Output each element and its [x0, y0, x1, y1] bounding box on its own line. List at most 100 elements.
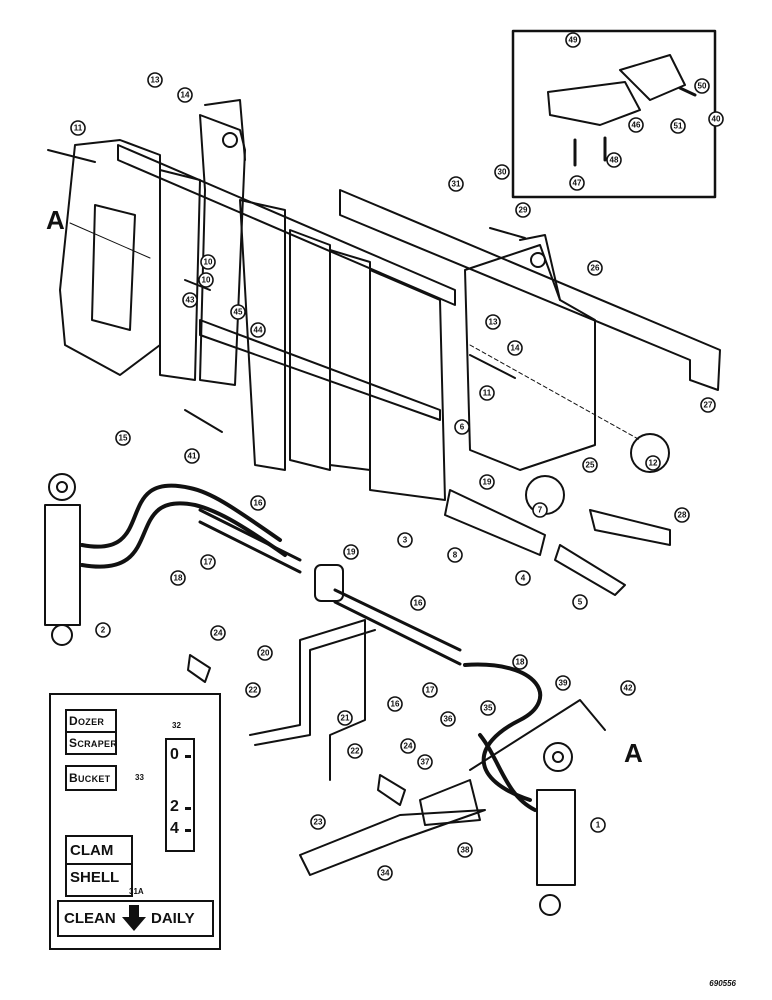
callout-24a: 24 — [210, 625, 226, 641]
left-frame-plate — [59, 139, 161, 376]
svg-text:34: 34 — [381, 869, 390, 878]
cylinder-2 — [44, 504, 81, 626]
callout-26: 26 — [587, 260, 603, 276]
cutting-edge-4 — [444, 489, 546, 556]
svg-text:23: 23 — [314, 818, 323, 827]
svg-text:36: 36 — [444, 715, 453, 724]
svg-text:14: 14 — [511, 344, 520, 353]
svg-text:39: 39 — [559, 679, 568, 688]
level-gauge-decal: 0 2 4 — [165, 738, 195, 852]
callout-40: 40 — [708, 111, 724, 127]
svg-text:7: 7 — [538, 506, 543, 515]
svg-text:19: 19 — [483, 478, 492, 487]
svg-text:41: 41 — [188, 452, 197, 461]
callout-28: 28 — [674, 507, 690, 523]
callout-38: 38 — [457, 842, 473, 858]
reference-marker-a-left: A — [46, 205, 65, 235]
svg-text:10: 10 — [204, 258, 213, 267]
callout-14b: 14 — [507, 340, 523, 356]
callout-10b: 10 — [198, 272, 214, 288]
callout-2: 2 — [95, 622, 111, 638]
gauge-mark-0: 0 — [170, 746, 191, 763]
svg-text:26: 26 — [591, 264, 600, 273]
svg-text:30: 30 — [498, 168, 507, 177]
svg-text:8: 8 — [453, 551, 458, 560]
callout-34: 34 — [377, 865, 393, 881]
callout-8: 8 — [447, 547, 463, 563]
callout-46: 46 — [628, 117, 644, 133]
svg-text:51: 51 — [674, 122, 683, 131]
hoses-15 — [80, 483, 282, 549]
frame-cross-tube — [117, 144, 456, 306]
svg-text:11: 11 — [483, 389, 492, 398]
inset-frame — [511, 29, 717, 199]
callout-22a: 22 — [245, 682, 261, 698]
svg-text:22: 22 — [351, 747, 360, 756]
svg-text:28: 28 — [678, 511, 687, 520]
callout-15: 15 — [115, 430, 131, 446]
decal-legend: DOZER SCRAPER BUCKET 33 32 0 2 4 CLAM SH… — [49, 693, 221, 950]
svg-text:16: 16 — [254, 499, 263, 508]
callout-18a: 18 — [170, 570, 186, 586]
callout-11b: 11 — [479, 385, 495, 401]
svg-text:13: 13 — [151, 76, 160, 85]
gauge-callout-32: 32 — [172, 721, 181, 730]
lever-34 — [299, 809, 486, 876]
callout-36: 36 — [440, 711, 456, 727]
callout-39: 39 — [555, 675, 571, 691]
callout-3: 3 — [397, 532, 413, 548]
svg-text:19: 19 — [347, 548, 356, 557]
decal-scraper: SCRAPER — [65, 731, 117, 755]
callout-27: 27 — [700, 397, 716, 413]
callout-18b: 18 — [512, 654, 528, 670]
svg-text:43: 43 — [186, 296, 195, 305]
callout-7: 7 — [532, 502, 548, 518]
callout-25: 25 — [582, 457, 598, 473]
svg-text:24: 24 — [404, 742, 413, 751]
svg-text:1: 1 — [596, 821, 601, 830]
svg-text:38: 38 — [461, 846, 470, 855]
drawing-number: 690556 — [709, 979, 736, 988]
callout-29: 29 — [515, 202, 531, 218]
callout-labels: 13 14 11 10 45 44 43 41 15 16 17 18 2 19… — [70, 32, 724, 881]
hoses-18 — [463, 662, 543, 802]
gauge-mark-4: 4 — [170, 820, 191, 837]
callout-43: 43 — [182, 292, 198, 308]
callout-21: 21 — [337, 710, 353, 726]
callout-23: 23 — [310, 814, 326, 830]
svg-text:13: 13 — [489, 318, 498, 327]
callout-6: 6 — [454, 419, 470, 435]
svg-text:21: 21 — [341, 714, 350, 723]
svg-text:17: 17 — [426, 686, 435, 695]
svg-text:4: 4 — [521, 574, 526, 583]
right-channel — [339, 189, 721, 391]
svg-text:45: 45 — [234, 308, 243, 317]
callout-45: 45 — [230, 304, 246, 320]
callout-1: 1 — [590, 817, 606, 833]
lines-20-21 — [249, 619, 366, 781]
callout-22b: 22 — [347, 743, 363, 759]
decal-callout-33: 33 — [135, 773, 144, 782]
svg-text:29: 29 — [519, 206, 528, 215]
callout-16b: 16 — [387, 696, 403, 712]
callout-17b: 17 — [422, 682, 438, 698]
svg-text:49: 49 — [569, 36, 578, 45]
svg-text:35: 35 — [484, 704, 493, 713]
svg-text:50: 50 — [698, 82, 707, 91]
callout-24b: 24 — [400, 738, 416, 754]
callout-12: 12 — [645, 455, 661, 471]
svg-text:16: 16 — [414, 599, 423, 608]
callout-42: 42 — [620, 680, 636, 696]
svg-text:17: 17 — [204, 558, 213, 567]
svg-text:16: 16 — [391, 700, 400, 709]
svg-text:3: 3 — [403, 536, 408, 545]
svg-text:24: 24 — [214, 629, 223, 638]
callout-51: 51 — [670, 118, 686, 134]
decal-bucket: BUCKET — [65, 765, 117, 791]
clean-callout-31a: 31A — [129, 887, 144, 896]
svg-text:18: 18 — [174, 574, 183, 583]
svg-text:12: 12 — [649, 459, 658, 468]
svg-text:10: 10 — [202, 276, 211, 285]
callout-30: 30 — [494, 164, 510, 180]
